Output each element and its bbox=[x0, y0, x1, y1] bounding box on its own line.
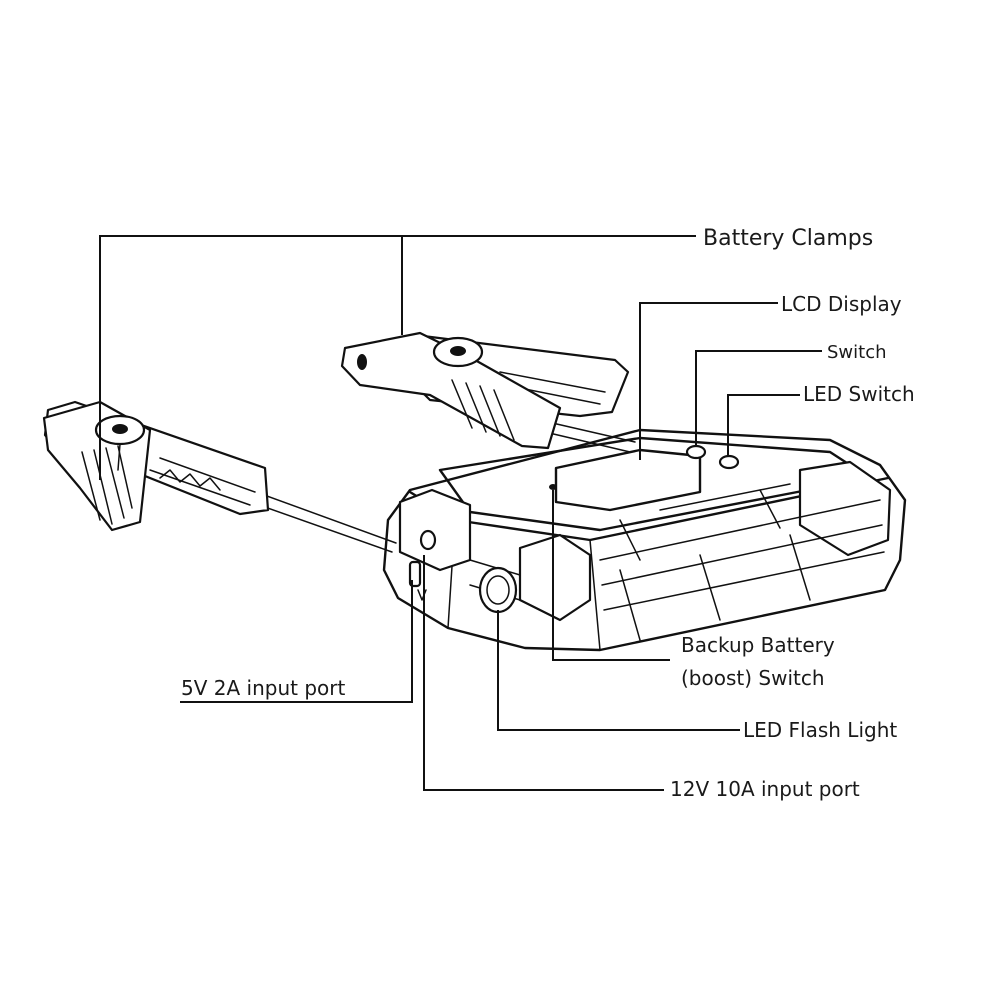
label-backup-battery-line1: Backup Battery bbox=[681, 633, 835, 657]
clamp-cables bbox=[244, 421, 636, 553]
label-battery-clamps: Battery Clamps bbox=[703, 226, 873, 251]
labels: Battery Clamps LCD Display Switch LED Sw… bbox=[181, 226, 915, 801]
label-12v-input-port: 12V 10A input port bbox=[670, 777, 860, 801]
label-5v-input-port: 5V 2A input port bbox=[181, 676, 345, 700]
label-switch: Switch bbox=[827, 342, 887, 363]
left-battery-clamp bbox=[42, 400, 270, 532]
right-battery-clamp bbox=[340, 331, 630, 450]
label-led-flash-light: LED Flash Light bbox=[743, 718, 897, 742]
label-lcd-display: LCD Display bbox=[781, 292, 902, 316]
label-led-switch: LED Switch bbox=[803, 382, 915, 406]
label-backup-battery-line2: (boost) Switch bbox=[681, 666, 825, 690]
jump-starter-body bbox=[382, 428, 907, 652]
leader-lines bbox=[99, 235, 822, 791]
